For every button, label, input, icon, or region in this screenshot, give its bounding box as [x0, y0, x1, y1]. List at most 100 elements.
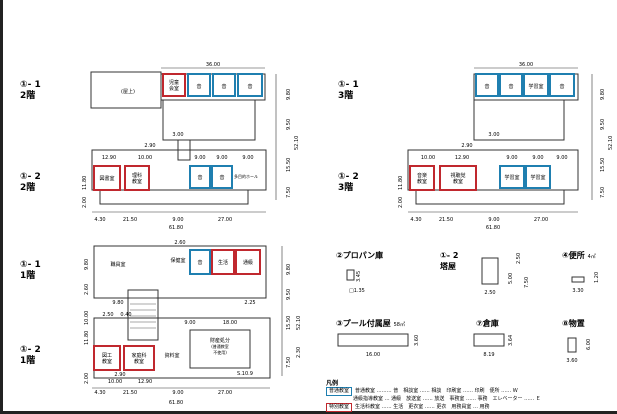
svg-text:図工: 図工 — [102, 353, 112, 359]
legend-special-key: 特別教室 — [326, 403, 353, 412]
svg-text:11.80: 11.80 — [398, 176, 404, 190]
svg-text:家庭科: 家庭科 — [131, 352, 146, 359]
label-b2-2f: ①- 2 2階 — [20, 172, 41, 193]
shed — [567, 337, 577, 353]
tower-title: ①- 2 塔屋 — [440, 251, 459, 271]
room-crafts — [93, 345, 121, 371]
svg-text:9.50: 9.50 — [286, 289, 292, 300]
svg-text:7.50: 7.50 — [286, 187, 292, 198]
svg-text:3.60: 3.60 — [414, 335, 420, 346]
room-study-1 — [523, 73, 549, 97]
room-study-3 — [525, 165, 551, 189]
toilet-title: ④便所 4㎡ — [562, 250, 596, 261]
label-b1-2f: ①- 1 2階 — [20, 80, 41, 101]
svg-text:18.00: 18.00 — [223, 320, 237, 326]
room-3f-2 — [499, 73, 523, 97]
room-3f-1 — [475, 73, 499, 97]
svg-text:10.00: 10.00 — [108, 379, 122, 385]
dim-top-3f: 36.00 — [519, 62, 533, 68]
svg-text:52.10: 52.10 — [608, 136, 614, 150]
label-b2-3f: ①- 2 3階 — [338, 172, 359, 193]
svg-text:6.00: 6.00 — [586, 339, 592, 350]
svg-text:11.80: 11.80 — [84, 331, 90, 345]
svg-text:多目的ホール: 多目的ホール — [234, 173, 258, 179]
svg-text:9.00: 9.00 — [184, 320, 195, 326]
svg-text:2.60: 2.60 — [84, 284, 90, 295]
svg-text:通級: 通級 — [243, 259, 253, 266]
svg-text:3.30: 3.30 — [572, 288, 583, 294]
svg-text:資料室: 資料室 — [164, 352, 179, 359]
svg-text:9.50: 9.50 — [600, 119, 606, 130]
svg-text:9.80: 9.80 — [600, 89, 606, 100]
svg-text:21.50: 21.50 — [123, 217, 137, 223]
svg-text:9.00: 9.00 — [172, 390, 183, 396]
legend-title: 凡例 — [326, 380, 339, 387]
svg-text:4.30: 4.30 — [94, 390, 105, 396]
svg-text:音: 音 — [247, 83, 252, 90]
svg-text:9.80: 9.80 — [84, 259, 90, 270]
svg-text:7.50: 7.50 — [524, 277, 530, 288]
svg-text:□1.35: □1.35 — [349, 288, 365, 294]
svg-text:財産処分: 財産処分 — [210, 337, 230, 344]
svg-text:保健室: 保健室 — [170, 257, 185, 264]
svg-text:2.00: 2.00 — [82, 197, 88, 208]
svg-text:5.00: 5.00 — [508, 273, 514, 284]
svg-text:2.50: 2.50 — [516, 253, 522, 264]
svg-text:2.60: 2.60 — [174, 240, 185, 246]
svg-text:27.00: 27.00 — [534, 217, 548, 223]
svg-text:2.90: 2.90 — [114, 372, 125, 378]
room-music-6 — [189, 249, 211, 275]
svg-text:10.00: 10.00 — [84, 311, 90, 325]
svg-text:12.90: 12.90 — [138, 379, 152, 385]
svg-text:不使用): 不使用) — [213, 349, 227, 355]
svg-text:4.30: 4.30 — [410, 217, 421, 223]
dim-total-3f: 61.80 — [486, 225, 500, 231]
svg-text:9.00: 9.00 — [172, 217, 183, 223]
propane-title: ②プロパン庫 — [336, 251, 384, 260]
storage-title: ⑦倉庫 — [476, 319, 499, 328]
svg-text:教室: 教室 — [134, 358, 144, 365]
svg-text:15.50: 15.50 — [286, 158, 292, 172]
svg-text:9.00: 9.00 — [194, 155, 205, 161]
room-library — [93, 165, 121, 191]
svg-text:12.90: 12.90 — [455, 155, 469, 161]
dim-total-2f: 61.80 — [169, 225, 183, 231]
svg-text:15.50: 15.50 — [600, 158, 606, 172]
svg-text:0.40: 0.40 — [120, 312, 131, 318]
legend-line3: 生活科教室 …… 生活 更衣室 …… 更衣 用務員室 … 用務 — [355, 404, 490, 410]
svg-text:生活: 生活 — [218, 259, 228, 266]
svg-text:16.00: 16.00 — [366, 352, 380, 358]
propane-shed — [346, 269, 355, 281]
svg-text:9.50: 9.50 — [286, 119, 292, 130]
svg-text:2.00: 2.00 — [84, 373, 90, 384]
room-study-2 — [499, 165, 525, 189]
room-music-1 — [187, 73, 211, 97]
svg-text:職員室: 職員室 — [110, 261, 125, 268]
svg-text:2.25: 2.25 — [244, 300, 255, 306]
room-guidance — [162, 73, 186, 97]
svg-text:27.00: 27.00 — [218, 390, 232, 396]
svg-text:学習室: 学習室 — [504, 174, 519, 181]
svg-text:2.50: 2.50 — [102, 312, 113, 318]
svg-text:音: 音 — [197, 174, 202, 181]
b1-1f-block — [93, 245, 267, 299]
roof-text: (屋上) — [121, 88, 135, 95]
svg-text:7.50: 7.50 — [600, 187, 606, 198]
svg-text:4.30: 4.30 — [94, 217, 105, 223]
svg-text:3.45: 3.45 — [356, 271, 362, 282]
legend: 凡例 普通教室普通教室 ……… 普 相談室 …… 相談 印刷室 …… 印刷 便所… — [326, 380, 541, 412]
svg-text:音: 音 — [221, 83, 226, 90]
svg-text:9.00: 9.00 — [506, 155, 517, 161]
svg-text:児童: 児童 — [169, 79, 179, 86]
svg-text:9.80: 9.80 — [112, 300, 123, 306]
svg-text:11.80: 11.80 — [82, 176, 88, 190]
svg-text:S.10.9: S.10.9 — [237, 371, 253, 377]
svg-text:理科: 理科 — [132, 172, 142, 179]
b2-2f-block — [91, 149, 267, 191]
label-b1-1f: ①- 1 1階 — [20, 260, 41, 281]
svg-text:音楽: 音楽 — [417, 172, 427, 179]
svg-text:21.50: 21.50 — [123, 390, 137, 396]
svg-text:3.00: 3.00 — [172, 132, 183, 138]
